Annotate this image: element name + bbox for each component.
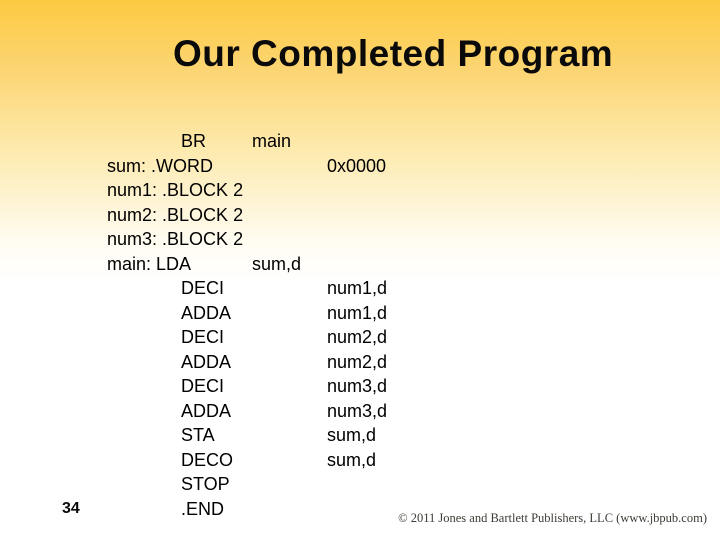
- code-operand: 2: [233, 180, 244, 200]
- code-operand: num1,d: [327, 278, 388, 298]
- code-mnemonic: .END: [181, 498, 225, 519]
- code-label: main:: [107, 253, 152, 274]
- code-line: DECI num2,d: [107, 325, 387, 350]
- code-operand: sum,d: [252, 253, 302, 274]
- code-line: DECI num1,d: [107, 276, 387, 301]
- code-mnemonic: STA: [181, 425, 215, 445]
- code-label: sum:: [107, 155, 147, 176]
- code-mnemonic: STOP: [181, 474, 230, 494]
- code-mnemonic: DECO: [181, 449, 234, 470]
- code-mnemonic: DECI: [181, 376, 225, 396]
- code-mnemonic: ADDA: [181, 302, 232, 323]
- code-mnemonic: ADDA: [181, 351, 232, 372]
- code-mnemonic: .BLOCK: [162, 229, 229, 249]
- code-line: BR main: [107, 129, 291, 154]
- code-operand: 2: [233, 229, 244, 249]
- code-operand: sum,d: [327, 425, 377, 445]
- code-mnemonic: DECI: [181, 327, 225, 347]
- code-label: num2:: [107, 204, 158, 225]
- code-operand: num3,d: [327, 376, 388, 396]
- code-operand: num1,d: [327, 302, 388, 323]
- code-line: .END: [107, 497, 243, 522]
- code-mnemonic: .BLOCK: [162, 180, 229, 200]
- code-operand: 2: [233, 204, 244, 225]
- code-line: STA sum,d: [107, 423, 376, 448]
- code-operand: 0x0000: [327, 155, 387, 176]
- code-line: sum:.WORD 0x0000: [107, 154, 386, 179]
- code-line: ADDA num2,d: [107, 350, 387, 375]
- code-mnemonic: ADDA: [181, 400, 232, 421]
- code-operand: sum,d: [327, 449, 377, 470]
- code-operand: num2,d: [327, 351, 388, 372]
- code-line: DECI num3,d: [107, 374, 387, 399]
- code-line: STOP: [107, 472, 243, 497]
- code-line: ADDA num3,d: [107, 399, 387, 424]
- code-label: num1:: [107, 180, 158, 200]
- copyright-text: © 2011 Jones and Bartlett Publishers, LL…: [398, 511, 707, 525]
- code-mnemonic: DECI: [181, 278, 225, 298]
- code-mnemonic: LDA: [156, 253, 192, 274]
- code-operand: num2,d: [327, 327, 388, 347]
- page-number: 34: [62, 500, 80, 517]
- code-operand: main: [252, 131, 292, 151]
- code-mnemonic: BR: [181, 131, 207, 151]
- code-label: num3:: [107, 229, 158, 249]
- code-mnemonic: .WORD: [151, 155, 214, 176]
- code-mnemonic: .BLOCK: [162, 204, 229, 225]
- code-operand: num3,d: [327, 400, 388, 421]
- slide-title: Our Completed Program: [173, 33, 614, 74]
- code-line: main:LDA sum,d: [107, 252, 301, 277]
- code-line: ADDA num1,d: [107, 301, 387, 326]
- code-line: DECO sum,d: [107, 448, 376, 473]
